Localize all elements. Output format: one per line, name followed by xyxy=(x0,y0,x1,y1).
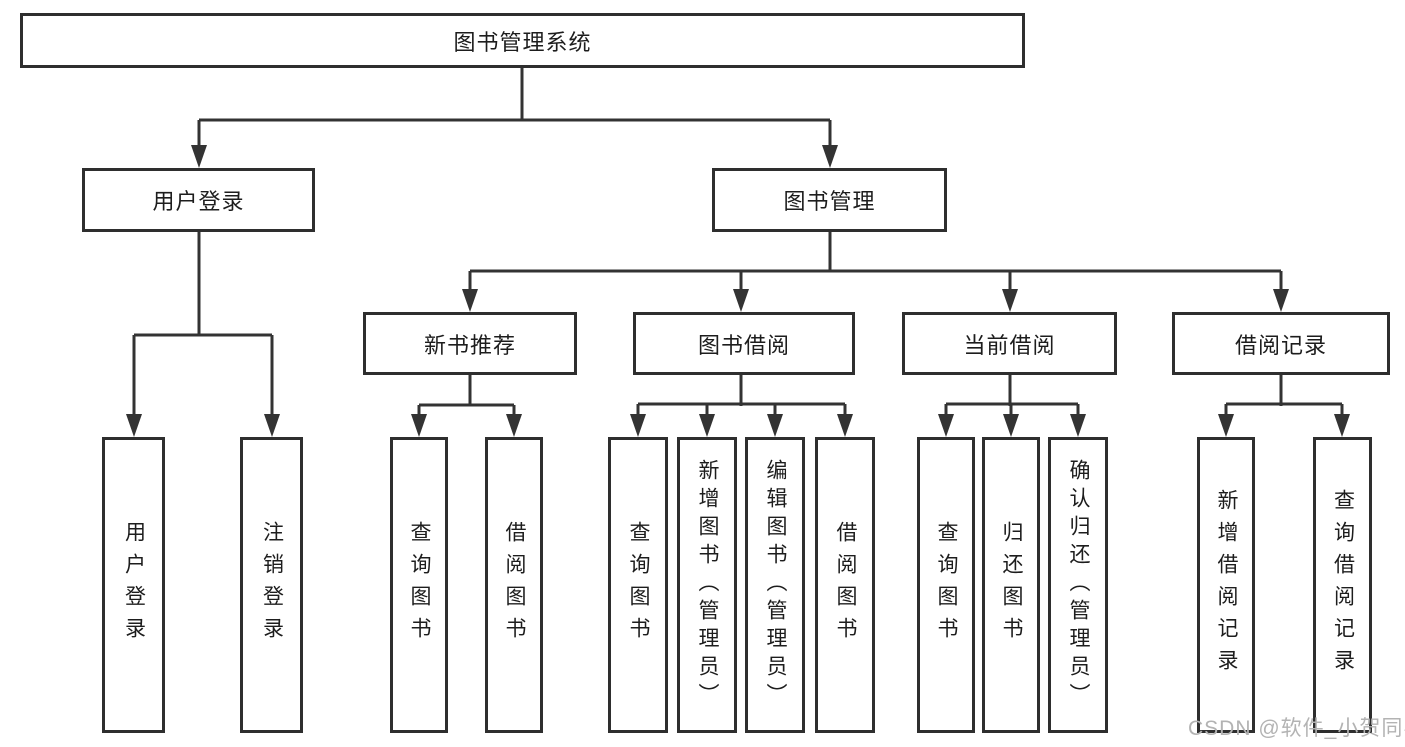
leaf-borrow-book-1-label: 借阅图书 xyxy=(503,521,526,649)
leaf-borrow-book-2: 借阅图书 xyxy=(815,437,875,733)
leaf-borrow-book-2-label: 借阅图书 xyxy=(834,521,857,649)
leaf-edit-book-admin-label: 编辑图书（管理员） xyxy=(764,459,787,711)
leaf-add-book-admin-label: 新增图书（管理员） xyxy=(696,459,719,711)
node-current-borrow-label: 当前借阅 xyxy=(963,332,1056,358)
node-book-management-label: 图书管理 xyxy=(783,189,876,214)
leaf-borrow-book-1: 借阅图书 xyxy=(485,437,543,733)
leaf-query-book-1: 查询图书 xyxy=(390,437,448,733)
node-user-login-label: 用户登录 xyxy=(152,189,245,214)
csdn-watermark: CSDN @软件_小贺同学 xyxy=(1188,717,1405,740)
node-borrow-record: 借阅记录 xyxy=(1172,312,1390,375)
leaf-return-book-label: 归还图书 xyxy=(1000,521,1023,649)
node-current-borrow: 当前借阅 xyxy=(902,312,1117,375)
leaf-query-book-1-label: 查询图书 xyxy=(408,521,431,649)
leaf-logout-label: 注销登录 xyxy=(260,521,284,649)
node-borrow-record-label: 借阅记录 xyxy=(1234,332,1327,358)
leaf-confirm-return-admin-label: 确认归还（管理员） xyxy=(1067,459,1090,711)
leaf-user-login-label: 用户登录 xyxy=(122,521,146,649)
node-root: 图书管理系统 xyxy=(20,13,1025,68)
leaf-return-book: 归还图书 xyxy=(982,437,1040,733)
node-book-borrow-label: 图书借阅 xyxy=(697,332,790,358)
node-book-borrow: 图书借阅 xyxy=(633,312,855,375)
leaf-add-borrow-record-label: 新增借阅记录 xyxy=(1215,489,1238,681)
leaf-user-login: 用户登录 xyxy=(102,437,165,733)
node-new-book-recommend: 新书推荐 xyxy=(363,312,577,375)
leaf-add-borrow-record: 新增借阅记录 xyxy=(1197,437,1255,733)
leaf-query-borrow-record: 查询借阅记录 xyxy=(1313,437,1372,733)
leaf-edit-book-admin: 编辑图书（管理员） xyxy=(745,437,805,733)
leaf-query-borrow-record-label: 查询借阅记录 xyxy=(1331,489,1355,681)
leaf-query-book-2-label: 查询图书 xyxy=(627,521,650,649)
node-new-book-recommend-label: 新书推荐 xyxy=(423,332,516,358)
leaf-query-book-3-label: 查询图书 xyxy=(935,521,958,649)
leaf-add-book-admin: 新增图书（管理员） xyxy=(677,437,737,733)
node-book-management: 图书管理 xyxy=(712,168,947,232)
leaf-query-book-3: 查询图书 xyxy=(917,437,975,733)
node-root-label: 图书管理系统 xyxy=(453,29,592,55)
leaf-query-book-2: 查询图书 xyxy=(608,437,668,733)
node-user-login: 用户登录 xyxy=(82,168,315,232)
leaf-logout: 注销登录 xyxy=(240,437,303,733)
leaf-confirm-return-admin: 确认归还（管理员） xyxy=(1048,437,1108,733)
